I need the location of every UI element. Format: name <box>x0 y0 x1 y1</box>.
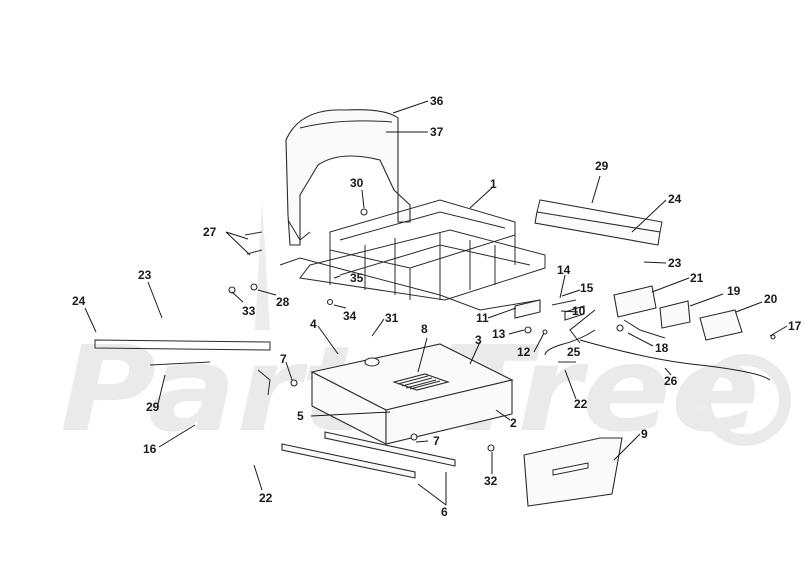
callout-12: 12 <box>517 345 531 359</box>
storage-box <box>310 343 514 445</box>
callout-23: 23 <box>138 268 152 282</box>
callout-13: 13 <box>492 327 506 341</box>
callout-7: 7 <box>433 434 440 448</box>
callout-37: 37 <box>430 125 444 139</box>
callout-22: 22 <box>574 397 588 411</box>
callout-1: 1 <box>490 177 497 191</box>
callout-24: 24 <box>668 192 682 206</box>
wire-harness <box>544 329 771 381</box>
lid-panel <box>523 437 623 507</box>
callout-33: 33 <box>242 304 256 318</box>
callout-24: 24 <box>72 294 86 308</box>
callout-25: 25 <box>567 345 581 359</box>
callout-6: 6 <box>441 505 448 519</box>
callout-2: 2 <box>510 416 517 430</box>
callout-26: 26 <box>664 374 678 388</box>
callout-5: 5 <box>297 409 304 423</box>
callout-35: 35 <box>350 271 364 285</box>
callout-36: 36 <box>430 94 444 108</box>
callout-16: 16 <box>143 442 157 456</box>
luggage-rack-frame <box>279 199 546 311</box>
callout-14: 14 <box>557 263 571 277</box>
tail-light-assembly <box>613 285 743 341</box>
callout-15: 15 <box>580 281 594 295</box>
left-side-strip <box>94 339 271 396</box>
callout-21: 21 <box>690 271 704 285</box>
callout-28: 28 <box>276 295 290 309</box>
callout-27: 27 <box>203 225 217 239</box>
callout-18: 18 <box>655 341 669 355</box>
right-rail <box>534 199 663 246</box>
callout-31: 31 <box>385 311 399 325</box>
callout-8: 8 <box>421 322 428 336</box>
callout-30: 30 <box>350 176 364 190</box>
callout-labels: 36 37 30 1 29 24 27 23 24 35 14 21 19 20… <box>72 94 802 519</box>
callout-32: 32 <box>484 474 498 488</box>
callout-9: 9 <box>641 427 648 441</box>
leader-lines <box>84 100 788 506</box>
callout-34: 34 <box>343 309 357 323</box>
callout-23: 23 <box>668 256 682 270</box>
callout-3: 3 <box>475 333 482 347</box>
callout-7: 7 <box>280 352 287 366</box>
callout-17: 17 <box>788 319 802 333</box>
callout-11: 11 <box>476 311 489 325</box>
callout-29: 29 <box>595 159 609 173</box>
callout-4: 4 <box>310 317 317 331</box>
callout-22: 22 <box>259 491 273 505</box>
bottom-tray <box>281 431 456 479</box>
callout-10: 10 <box>572 304 586 318</box>
backrest-pad <box>285 109 411 246</box>
callout-29: 29 <box>146 400 160 414</box>
callout-19: 19 <box>727 284 741 298</box>
plate-bracket <box>514 299 585 321</box>
callout-20: 20 <box>764 292 778 306</box>
